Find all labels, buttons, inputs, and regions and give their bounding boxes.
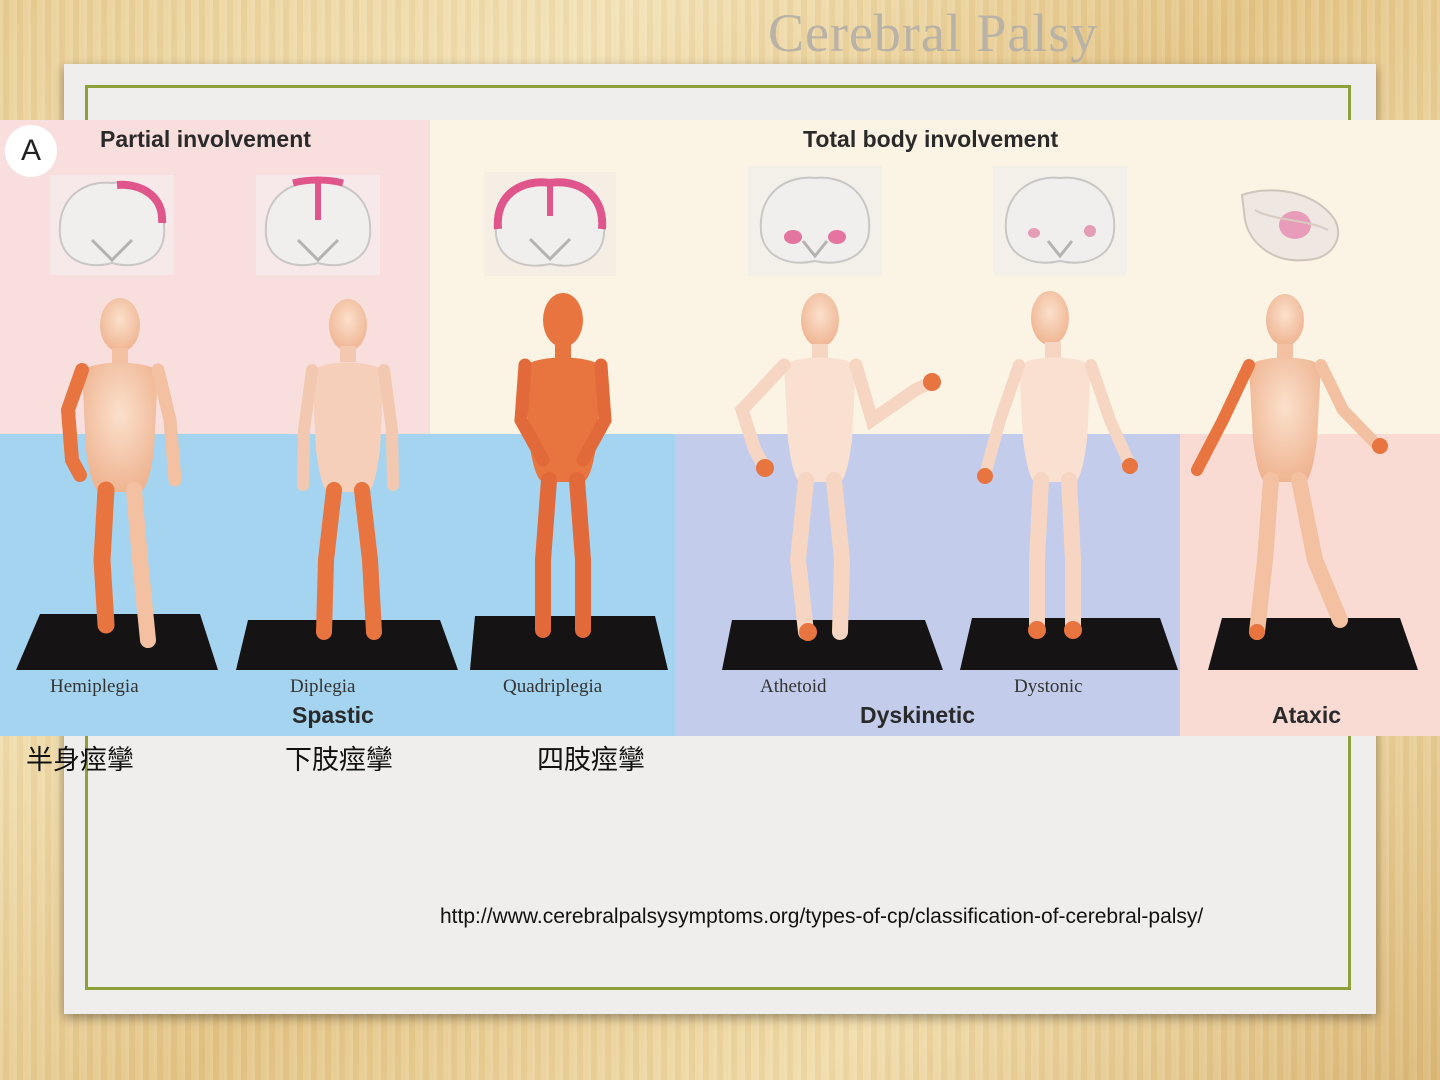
cerebellum-icon <box>1240 189 1340 262</box>
cp-classification-figure: A Partial involvement Total body involve… <box>0 120 1440 736</box>
chinese-label-quadriplegia: 四肢痙攣 <box>537 745 645 776</box>
label-hemiplegia: Hemiplegia <box>50 676 139 697</box>
label-quadriplegia: Quadriplegia <box>503 676 603 697</box>
slide-title: Cerebral Palsy <box>768 3 1099 63</box>
platform-ataxic <box>1208 618 1418 670</box>
label-dystonic: Dystonic <box>1014 676 1083 697</box>
label-athetoid: Athetoid <box>760 676 827 697</box>
panel-letter: A <box>5 125 57 177</box>
figure-ataxic <box>1191 294 1388 640</box>
platform-hemiplegia <box>16 614 218 670</box>
figure-athetoid <box>734 293 941 641</box>
brain-quadriplegia-icon <box>484 172 616 276</box>
brain-hemiplegia-icon <box>50 175 174 275</box>
figure-hemiplegia <box>60 298 182 648</box>
chinese-label-diplegia: 下肢痙攣 <box>285 745 393 776</box>
header-total-involvement: Total body involvement <box>803 126 1059 152</box>
group-dyskinetic: Dyskinetic <box>860 702 976 728</box>
group-spastic: Spastic <box>292 702 374 728</box>
platform-diplegia <box>236 620 458 670</box>
brain-diplegia-icon <box>256 175 380 275</box>
group-ataxic: Ataxic <box>1272 702 1342 728</box>
brain-athetoid-icon <box>748 166 882 276</box>
label-diplegia: Diplegia <box>290 676 356 697</box>
platform-dystonic <box>960 618 1178 670</box>
figure-dystonic <box>977 291 1138 639</box>
figures-illustration <box>16 166 1418 670</box>
platform-quadriplegia <box>470 616 668 670</box>
figure-diplegia <box>297 299 399 640</box>
source-url-link[interactable]: http://www.cerebralpalsysymptoms.org/typ… <box>440 905 1204 928</box>
brain-dystonic-icon <box>993 166 1127 276</box>
figure-quadriplegia <box>514 293 612 638</box>
chinese-label-hemiplegia: 半身痙攣 <box>26 745 134 776</box>
dyskinetic-panel <box>675 434 1180 736</box>
ataxic-panel <box>1180 434 1440 736</box>
platform-athetoid <box>722 620 943 670</box>
header-partial-involvement: Partial involvement <box>100 126 311 152</box>
